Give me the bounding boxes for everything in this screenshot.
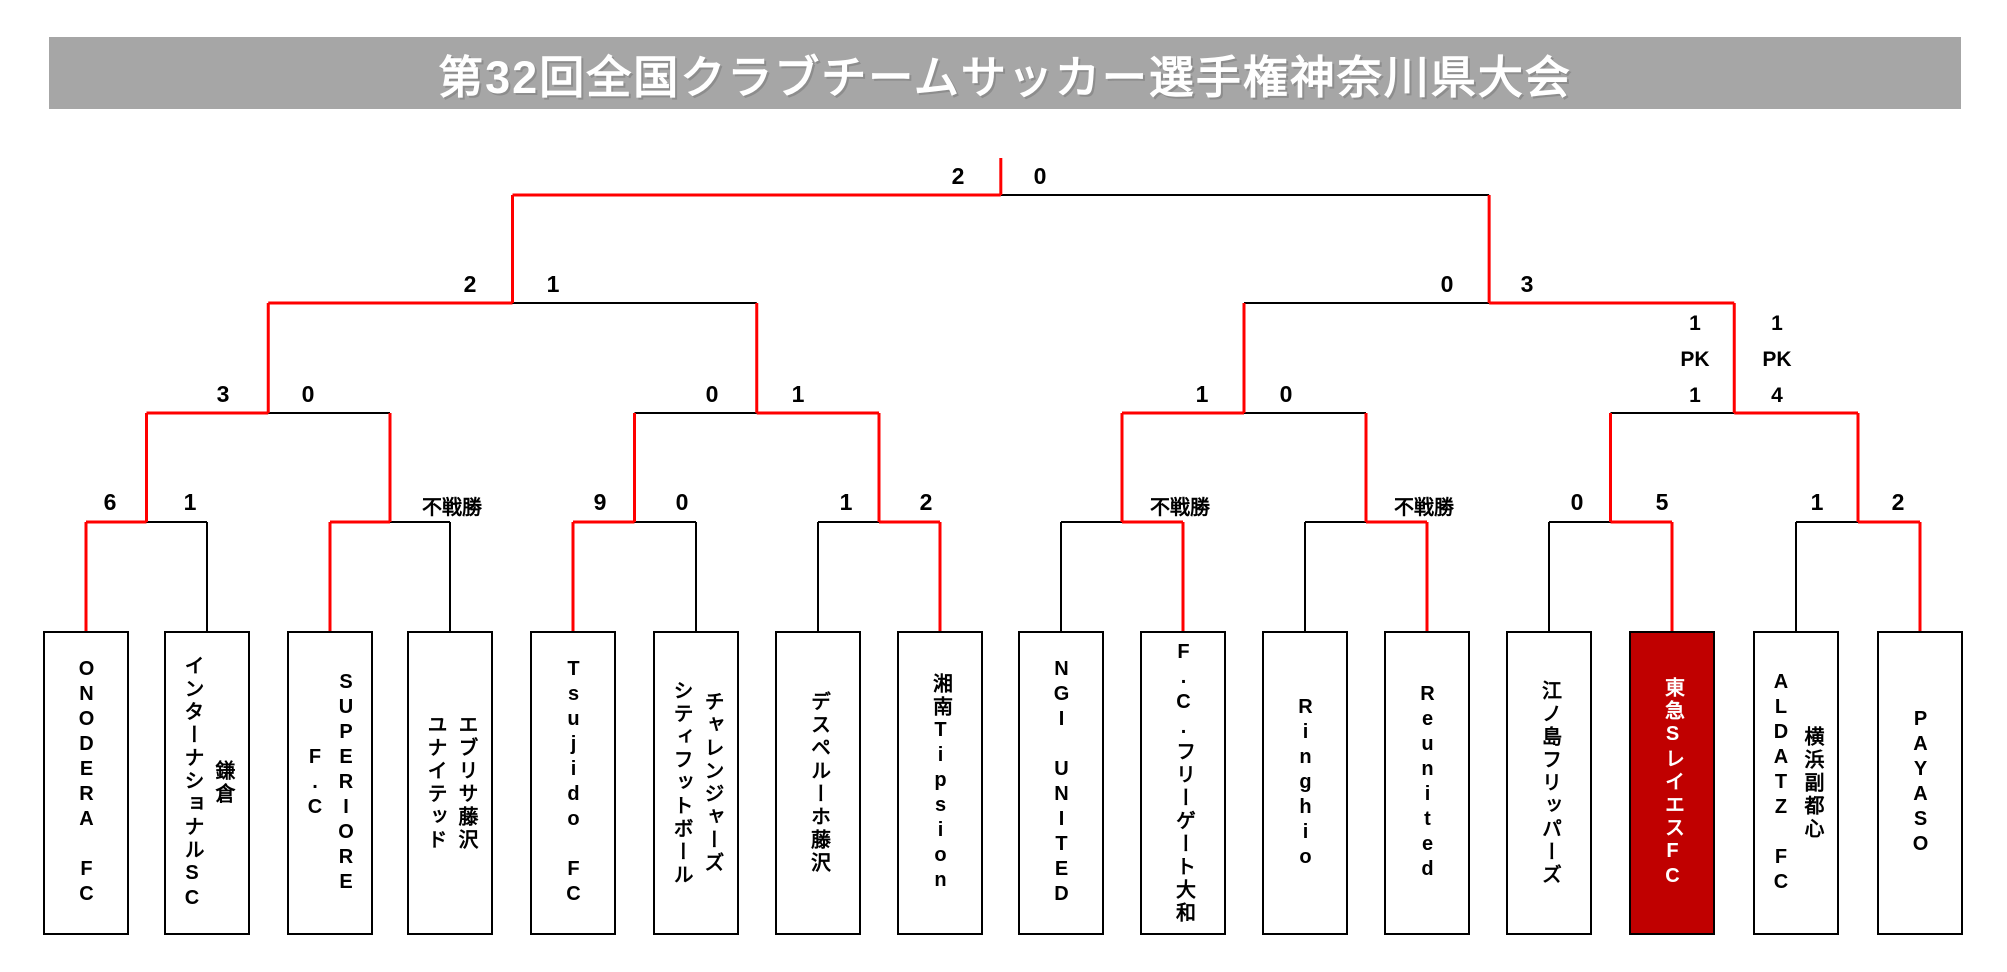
score-r1-m4-right: 2 [919, 489, 933, 515]
team-name: 江ノ島フリッパーズ [1538, 679, 1561, 887]
score-r1-m3-right: 0 [675, 489, 689, 515]
team-box-ngi-united: NGI UNITED [1018, 631, 1104, 935]
team-box-fc-freegate-yamato: F.C.フリーゲート大和 [1140, 631, 1226, 935]
team-name: デスペルーホ藤沢 [807, 691, 830, 875]
team-name: PAYASO [1909, 708, 1932, 858]
score-qf3-right: 0 [1279, 381, 1293, 407]
team-name: NGI UNITED [1050, 658, 1073, 908]
score-r1-m4-left: 1 [839, 489, 853, 515]
score-sf1-left: 2 [463, 271, 477, 297]
team-box-desperuho-fujisawa: デスペルーホ藤沢 [775, 631, 861, 935]
score-qf4-right-pk: 1 PK 4 [1762, 312, 1792, 407]
team-name: チャレンジャーズ シティフットボール [670, 679, 723, 887]
score-final-left: 2 [951, 163, 965, 189]
walkover-label-r1-m2: 不戦勝 [422, 497, 482, 519]
score-sf1-right: 1 [546, 271, 560, 297]
score-r1-m3-left: 9 [593, 489, 607, 515]
score-qf4-left-pk: 1 PK 1 [1680, 312, 1710, 407]
score-r1-m1-right: 1 [183, 489, 197, 515]
walkover-label-r1-m5: 不戦勝 [1150, 497, 1210, 519]
score-qf2-left: 0 [705, 381, 719, 407]
team-name: ONODERA FC [75, 658, 98, 908]
score-sf2-left: 0 [1440, 271, 1454, 297]
team-name: エブリサ藤沢 ユナイテッド [424, 714, 477, 852]
team-name: 鎌倉 インターナショナルSC [181, 654, 234, 912]
team-box-payaso: PAYASO [1877, 631, 1963, 935]
team-name: SUPERIORE F.C [304, 670, 357, 896]
team-box-tokyu-s-reyes-fc: 東急SレイエスFC [1629, 631, 1715, 935]
score-qf2-right: 1 [791, 381, 805, 407]
team-box-challengers-city-football: チャレンジャーズ シティフットボール [653, 631, 739, 935]
score-final-right: 0 [1033, 163, 1047, 189]
walkover-label-r1-m6: 不戦勝 [1394, 497, 1454, 519]
team-box-ringhio: Ringhio [1262, 631, 1348, 935]
score-sf2-right: 3 [1520, 271, 1534, 297]
page-title: 第32回全国クラブチームサッカー選手権神奈川県大会 [438, 51, 1572, 103]
team-box-shonan-tipsion: 湘南Tipsion [897, 631, 983, 935]
team-box-kamakura-international-sc: 鎌倉 インターナショナルSC [164, 631, 250, 935]
score-r1-m7-right: 5 [1655, 489, 1669, 515]
score-r1-m8-left: 1 [1810, 489, 1824, 515]
team-name: F.C.フリーゲート大和 [1172, 641, 1195, 925]
title-banner: 第32回全国クラブチームサッカー選手権神奈川県大会 [49, 37, 1961, 109]
team-box-enoshima-flippers: 江ノ島フリッパーズ [1506, 631, 1592, 935]
score-qf3-left: 1 [1195, 381, 1209, 407]
team-name: Reunited [1416, 683, 1439, 883]
team-box-superiore-fc: SUPERIORE F.C [287, 631, 373, 935]
team-name: 横浜副都心 ALDATZ FC [1770, 670, 1823, 896]
score-qf1-right: 0 [301, 381, 315, 407]
team-box-onodera-fc: ONODERA FC [43, 631, 129, 935]
score-r1-m8-right: 2 [1891, 489, 1905, 515]
team-name: 東急SレイエスFC [1661, 676, 1684, 890]
team-box-tsujido-fc: Tsujido FC [530, 631, 616, 935]
team-name: 湘南Tipsion [929, 672, 952, 894]
team-box-yokohama-fukutoshin-aldatz-fc: 横浜副都心 ALDATZ FC [1753, 631, 1839, 935]
score-qf1-left: 3 [216, 381, 230, 407]
team-box-reunited: Reunited [1384, 631, 1470, 935]
team-name: Ringhio [1294, 695, 1317, 871]
score-r1-m7-left: 0 [1570, 489, 1584, 515]
score-r1-m1-left: 6 [103, 489, 117, 515]
team-name: Tsujido FC [562, 658, 585, 908]
team-box-ebrisa-fujisawa-united: エブリサ藤沢 ユナイテッド [407, 631, 493, 935]
